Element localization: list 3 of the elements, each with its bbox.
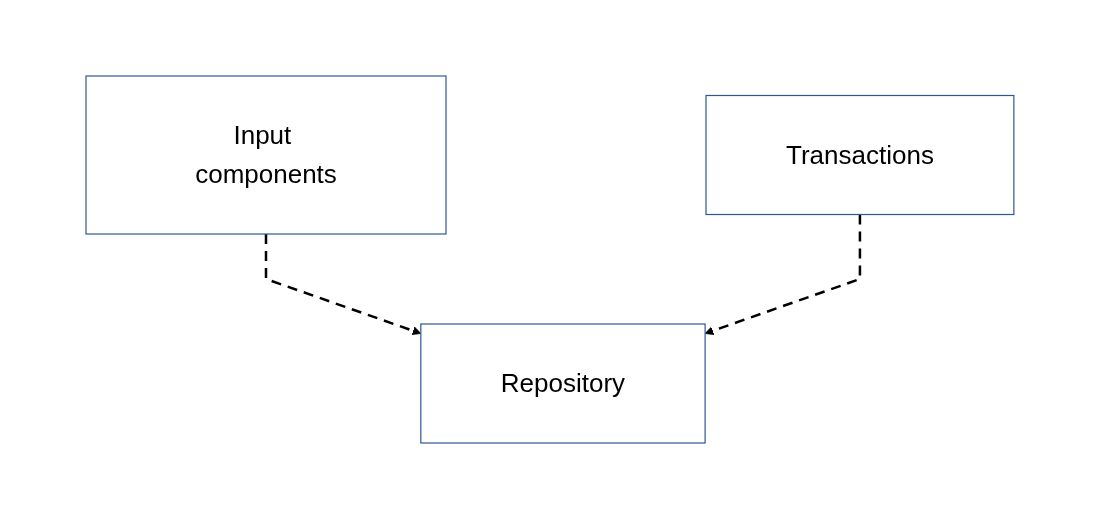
node-box: Input components (85, 74, 447, 235)
node-box: Repository (420, 322, 706, 444)
node-box: Transactions (705, 94, 1015, 215)
